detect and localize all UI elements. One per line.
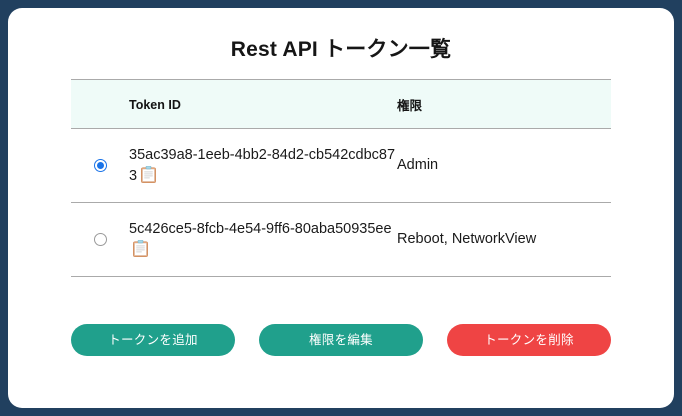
table-body: 35ac39a8-1eeb-4bb2-84d2-cb542cdbc873 Adm… [71,128,611,278]
token-id-text: 35ac39a8-1eeb-4bb2-84d2-cb542cdbc873 [129,147,396,184]
token-select-cell[interactable] [71,128,129,204]
add-token-button[interactable]: トークンを追加 [71,324,235,356]
token-id-cell: 5c426ce5-8fcb-4e54-9ff6-80aba50935ee [129,202,397,278]
edit-permission-button[interactable]: 権限を編集 [259,324,423,356]
clipboard-icon[interactable] [141,165,157,183]
table-header: Token ID 権限 [71,79,611,129]
column-header-select [71,79,129,129]
token-permission-cell: Admin [397,128,611,204]
token-select-cell[interactable] [71,202,129,278]
token-id-text: 5c426ce5-8fcb-4e54-9ff6-80aba50935ee [129,221,392,238]
table-header-row: Token ID 権限 [71,79,611,129]
action-button-row: トークンを追加 権限を編集 トークンを削除 [71,324,611,356]
token-id-cell: 35ac39a8-1eeb-4bb2-84d2-cb542cdbc873 [129,128,397,204]
token-radio-1[interactable] [93,158,107,172]
table-row[interactable]: 5c426ce5-8fcb-4e54-9ff6-80aba50935ee Reb… [71,202,611,278]
clipboard-icon[interactable] [133,239,148,257]
token-table: Token ID 権限 35ac39a8-1eeb-4bb2-84d2-cb54… [71,79,611,278]
delete-token-button[interactable]: トークンを削除 [447,324,611,356]
table-row[interactable]: 35ac39a8-1eeb-4bb2-84d2-cb542cdbc873 Adm… [71,128,611,204]
page-title: Rest API トークン一覧 [230,38,452,61]
token-radio-2[interactable] [93,233,107,247]
token-list-card: Rest API トークン一覧 Token ID 権限 35ac39a8-1ee… [8,8,674,408]
token-permission-cell: Reboot, NetworkView [397,202,611,278]
column-header-permission: 権限 [397,79,611,129]
column-header-token-id: Token ID [129,79,397,129]
